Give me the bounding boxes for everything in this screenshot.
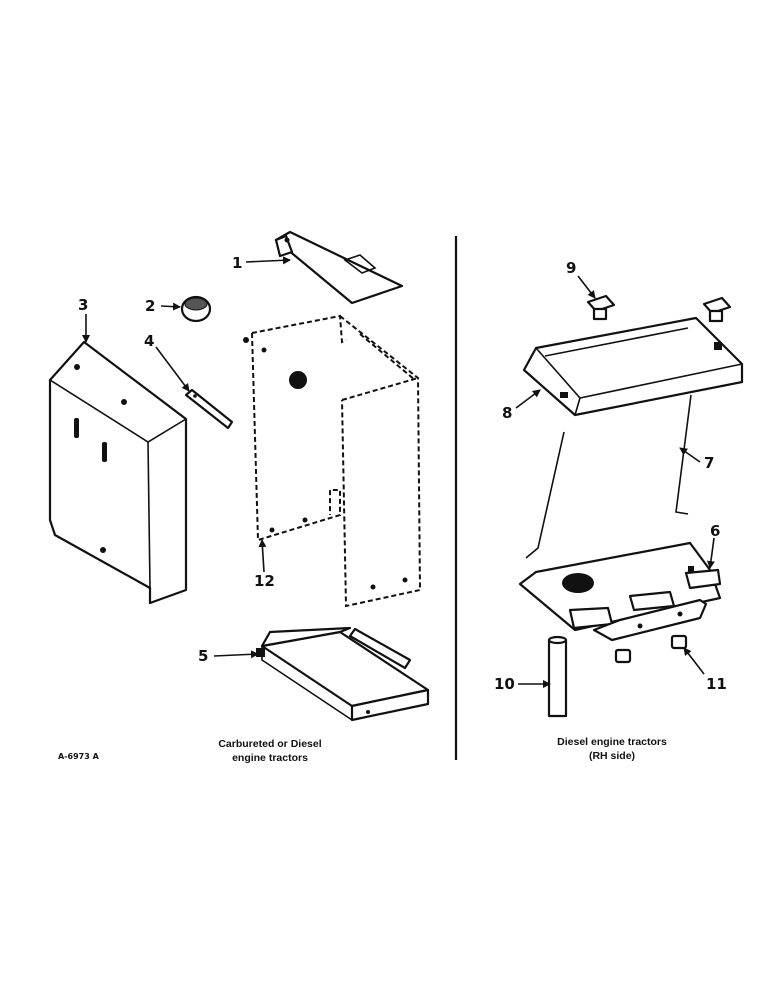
caption-right-line2: (RH side) (589, 750, 635, 762)
callout-4: 4 (144, 332, 154, 350)
callout-8: 8 (502, 404, 512, 422)
caption-left-line2: engine tractors (232, 752, 308, 764)
part-7-rods (525, 394, 692, 559)
callout-2: 2 (145, 297, 155, 315)
callout-12: 12 (254, 572, 275, 590)
callout-10: 10 (494, 675, 515, 693)
caption-right-line1: Diesel engine tractors (557, 736, 667, 748)
part-8-top-cover (522, 316, 744, 417)
drawing-code: A-6973 A (58, 752, 100, 761)
part-6-base-plate (518, 541, 722, 642)
leader-lines (82, 256, 715, 688)
part-4-strap (184, 388, 234, 430)
part-11-nuts (614, 634, 688, 664)
callout-9: 9 (566, 259, 576, 277)
callout-3: 3 (78, 296, 88, 314)
part-3-cover (48, 340, 188, 605)
part-12-battery-box (243, 314, 422, 608)
callout-7: 7 (704, 454, 714, 472)
part-5-tray (256, 626, 430, 722)
part-2-cap (180, 295, 212, 323)
callout-11: 11 (706, 675, 727, 693)
callout-6: 6 (710, 522, 720, 540)
part-9-caps (586, 294, 732, 323)
caption-left-line1: Carbureted or Diesel (218, 738, 321, 750)
callout-1: 1 (232, 254, 242, 272)
callout-5: 5 (198, 647, 208, 665)
part-1-bracket (274, 230, 404, 305)
part-10-rod (547, 635, 568, 718)
